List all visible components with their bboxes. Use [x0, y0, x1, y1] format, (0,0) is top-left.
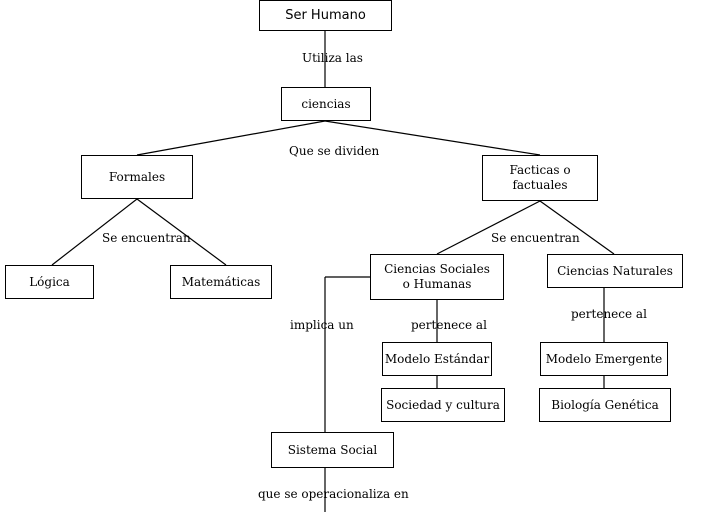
node-sociedad-cultura: Sociedad y cultura [381, 388, 505, 422]
node-ser-humano: Ser Humano [259, 0, 392, 31]
node-ciencias-naturales: Ciencias Naturales [547, 254, 683, 288]
node-modelo-emergente: Modelo Emergente [540, 342, 668, 376]
node-sistema-social: Sistema Social [271, 432, 394, 468]
node-modelo-estandar: Modelo Estándar [382, 342, 492, 376]
connector-formales-matematicas [136, 198, 227, 266]
node-ciencias: ciencias [281, 87, 371, 121]
link-label-utiliza-las: Utiliza las [302, 51, 363, 65]
link-label-que-se-operacionaliza: que se operacionaliza en [258, 487, 409, 501]
node-ciencias-sociales: Ciencias Sociales o Humanas [370, 254, 504, 300]
node-matematicas: Matemáticas [170, 265, 272, 299]
link-label-pertenece-al-naturales: pertenece al [571, 307, 647, 321]
node-logica: Lógica [5, 265, 94, 299]
link-label-se-encuentran-facticas: Se encuentran [491, 231, 580, 245]
connector-ciencias-facticas [324, 120, 541, 156]
node-formales: Formales [81, 155, 193, 199]
link-label-se-encuentran-formales: Se encuentran [102, 231, 191, 245]
connector-formales-logica [51, 198, 138, 266]
connector-facticas-naturales [539, 200, 615, 255]
node-biologia-genetica: Biología Genética [539, 388, 671, 422]
link-label-que-se-dividen: Que se dividen [289, 144, 380, 158]
connector-ciencias-formales [136, 120, 326, 156]
link-label-implica-un: implica un [290, 318, 354, 332]
connector-facticas-sociales [436, 200, 541, 255]
link-label-pertenece-al-sociales: pertenece al [411, 318, 487, 332]
node-facticas: Facticas o factuales [482, 155, 598, 201]
